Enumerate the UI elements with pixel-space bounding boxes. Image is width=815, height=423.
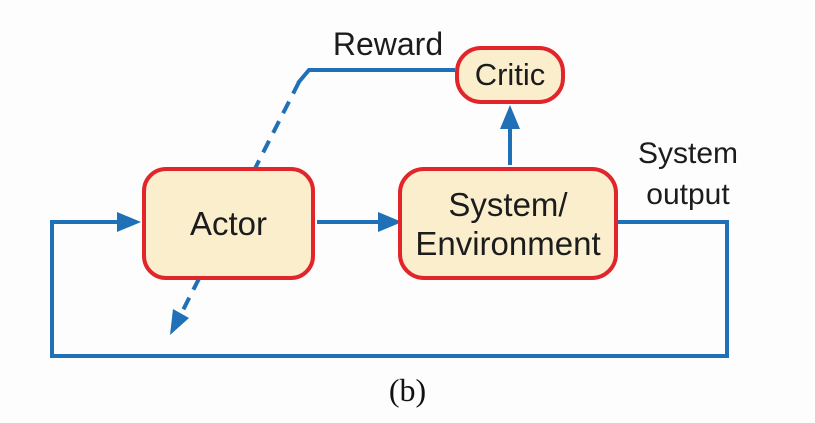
system-output-label: System output (613, 133, 763, 215)
feedback-into-actor-arrowhead (117, 212, 141, 232)
node-actor-label: Actor (189, 204, 268, 242)
node-critic: Critic (455, 46, 565, 104)
node-system-environment: System/ Environment (398, 167, 618, 280)
node-system-environment-label-line1: System/ (448, 185, 568, 223)
figure-caption: (b) (388, 372, 427, 408)
system-output-label-line1: System (637, 137, 739, 170)
feedback-loop-line (50, 220, 729, 358)
dashed-line-arrowhead (170, 309, 189, 335)
system-output-label-line2: output (646, 178, 730, 211)
node-actor: Actor (142, 167, 315, 280)
node-system-environment-label-line2: Environment (415, 224, 601, 262)
reward-label: Reward (332, 26, 444, 62)
node-critic-label: Critic (474, 57, 546, 92)
system-to-critic-arrowhead (500, 105, 520, 129)
actor-to-system-arrowhead (378, 212, 402, 232)
reward-to-critic-line (296, 68, 455, 85)
